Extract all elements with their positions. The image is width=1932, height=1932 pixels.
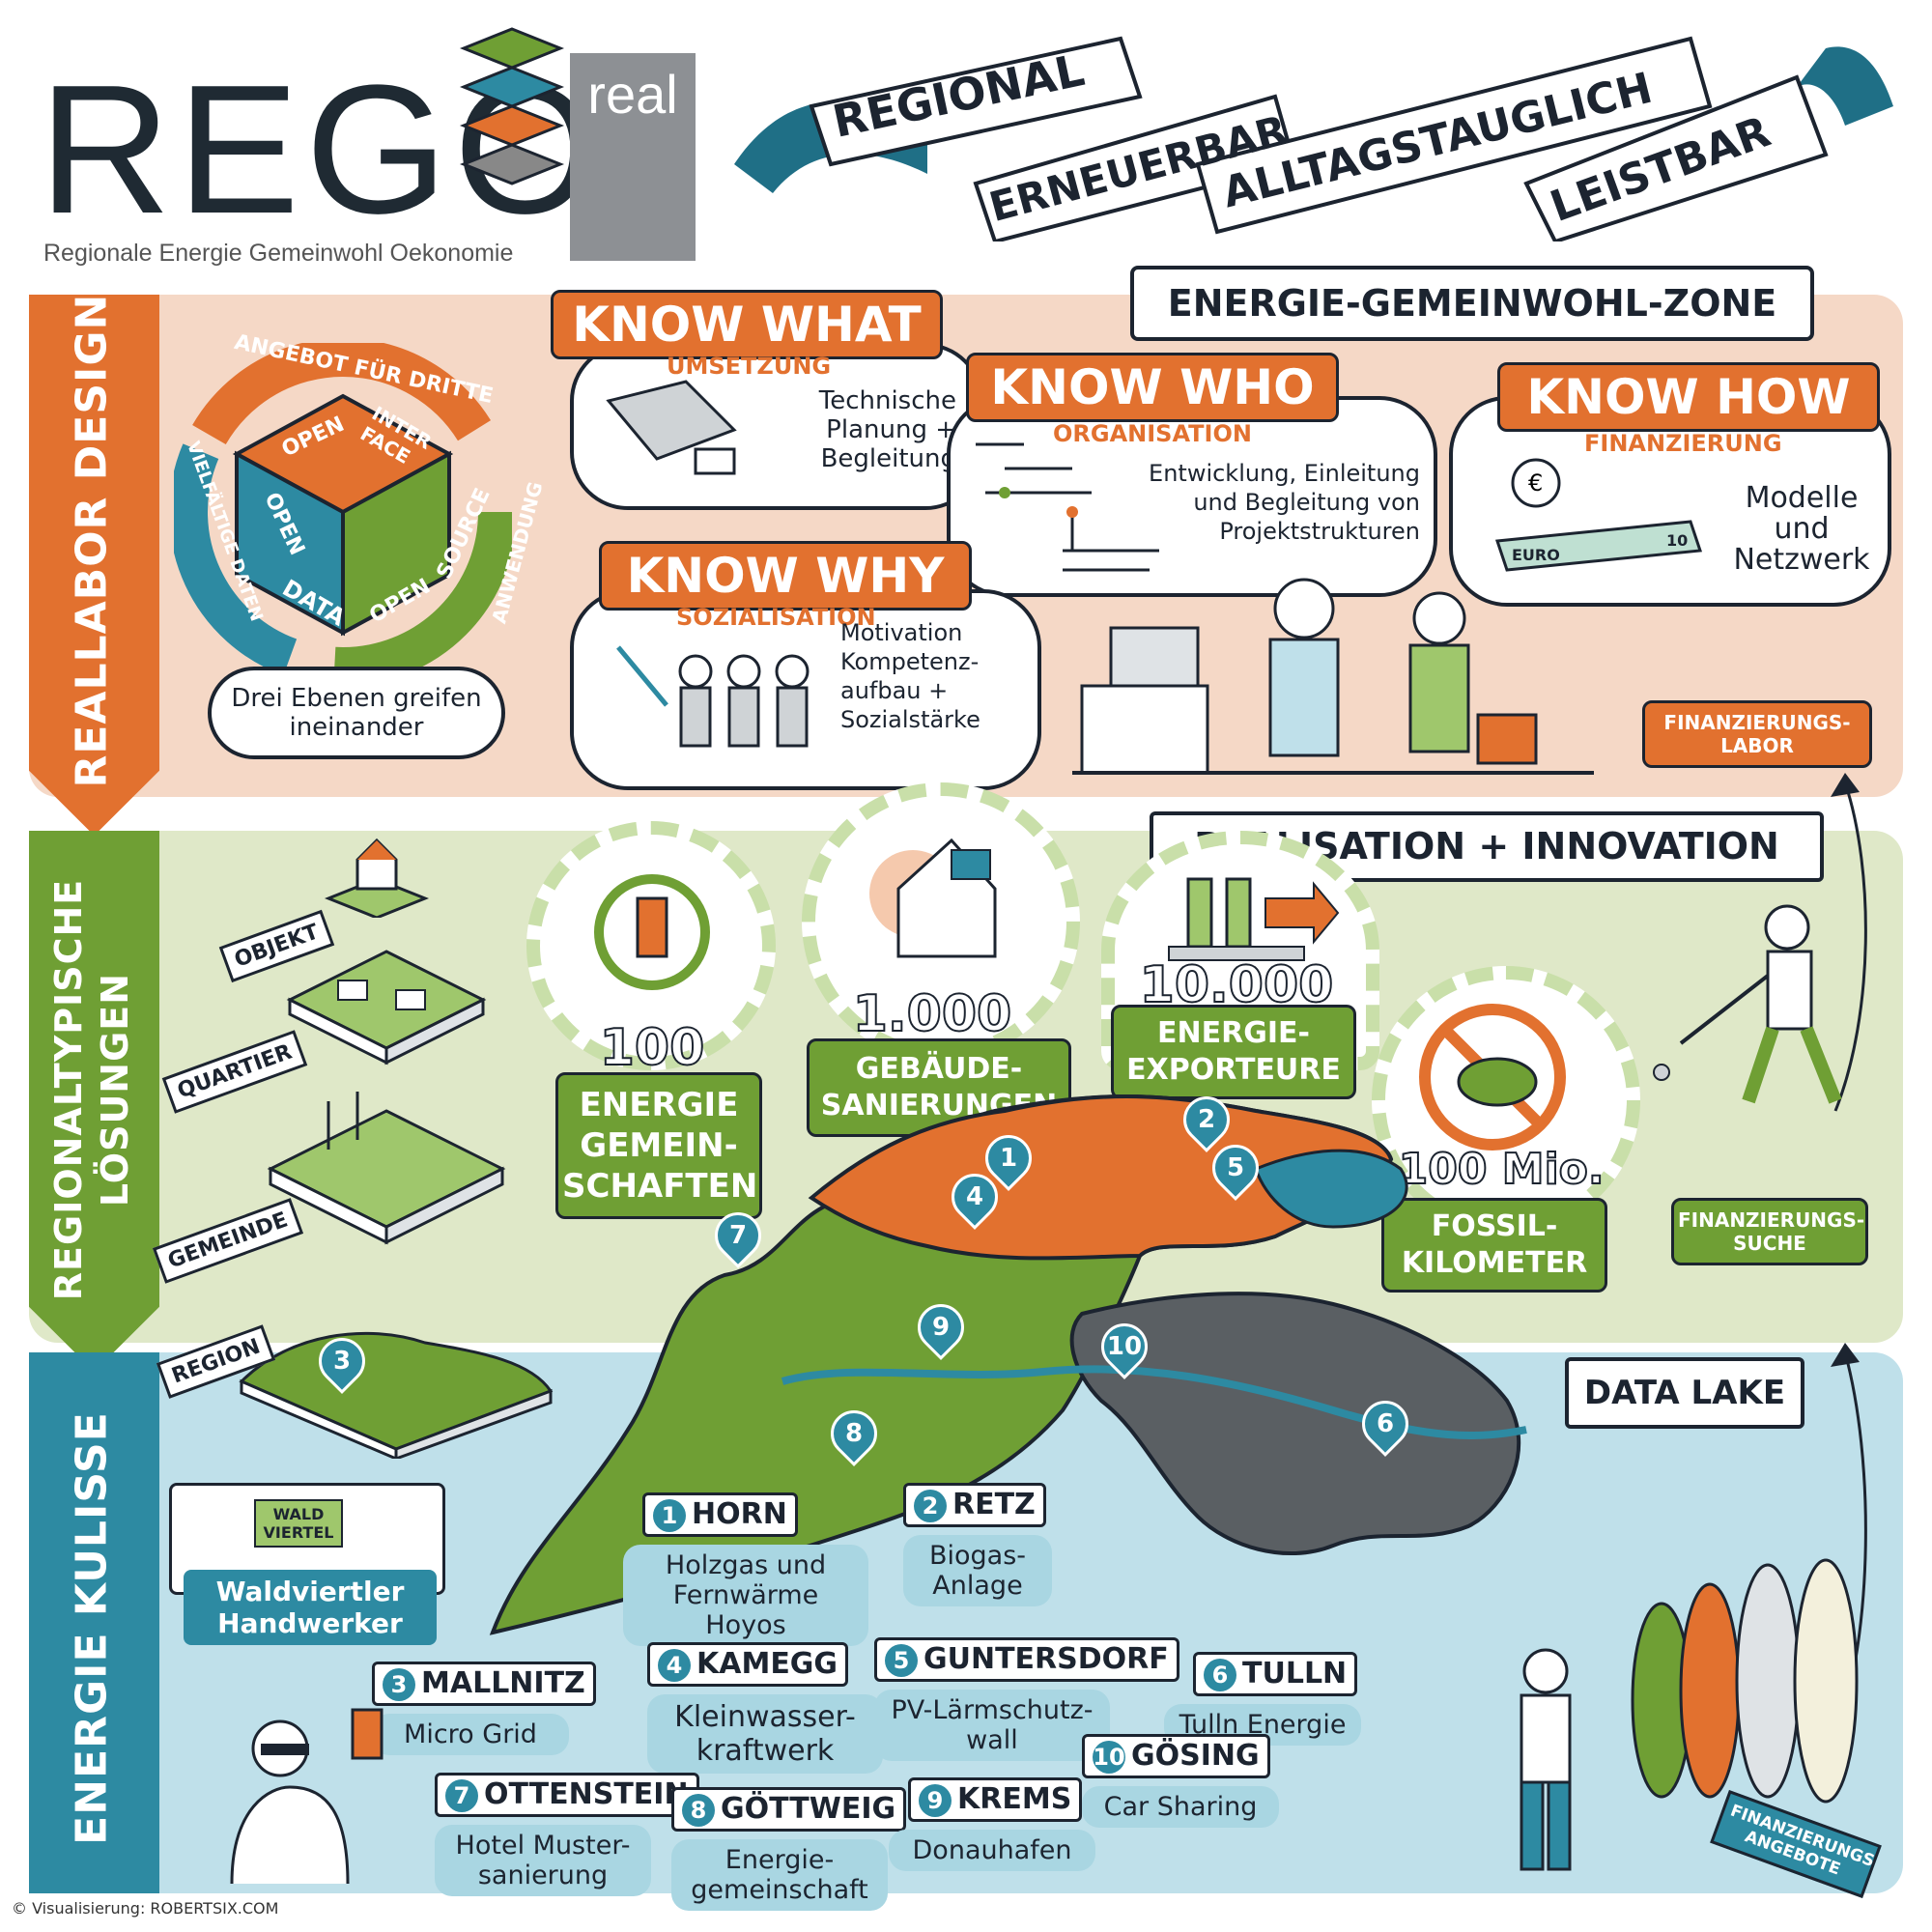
- euro-note-label: EURO: [1512, 546, 1560, 564]
- gear-number-100: 100: [599, 1018, 706, 1078]
- swimmer-illustration: [213, 1700, 406, 1885]
- band-label-reallabor: REALLABOR DESIGN: [67, 293, 117, 788]
- no-dinosaur-icon: [1406, 995, 1579, 1159]
- svg-text:€: €: [1528, 469, 1543, 497]
- project-desc: Car Sharing: [1082, 1786, 1279, 1828]
- know-how-text: Modelle und Netzwerk: [1733, 481, 1870, 577]
- know-what-sub: UMSETZUNG: [667, 353, 832, 380]
- planning-tools-icon: [599, 372, 744, 488]
- map-pin-label: 3: [332, 1347, 352, 1376]
- flow-arrow-top: [1816, 773, 1893, 1121]
- euro-note-value: 10: [1666, 531, 1689, 550]
- project-desc: Biogas-Anlage: [903, 1535, 1052, 1606]
- band-label-line1: REGIONALTYPISCHE: [47, 878, 90, 1301]
- lab-scientists-illustration: [1072, 570, 1594, 787]
- level-objekt-illustration: [319, 831, 435, 920]
- level-gemeinde-illustration: [261, 1092, 512, 1246]
- map-pin-label: 6: [1376, 1409, 1395, 1438]
- know-who-title: KNOW WHO: [966, 353, 1339, 422]
- map-pin-label: 5: [1226, 1153, 1245, 1182]
- credit-text: © Visualisierung: ROBERTSIX.COM: [12, 1899, 279, 1918]
- gear-label-energieexporteure: ENERGIE-EXPORTEURE: [1111, 1005, 1356, 1099]
- euro-sun-icon: €: [1468, 444, 1719, 580]
- bottles-export-icon: [1150, 860, 1343, 966]
- banner-ribbon: [734, 19, 1893, 244]
- logo-real-badge: real: [570, 53, 696, 261]
- waldviertel-sign: WALD VIERTEL: [254, 1499, 343, 1548]
- project-desc: Hotel Muster-sanierung: [435, 1825, 651, 1896]
- band-label-energie-kulisse: ENERGIE KULISSE: [67, 1411, 117, 1845]
- project-desc: Holzgas und Fernwärme Hoyos: [623, 1545, 868, 1646]
- logo-tagline: Regionale Energie Gemeinwohl Oekonomie: [43, 240, 514, 267]
- community-icon: [580, 869, 724, 995]
- know-who-text: Entwicklung, Einleitung und Begleitung v…: [1149, 460, 1420, 545]
- finanzierungs-labor-sign: FINANZIERUNGS-LABOR: [1642, 700, 1872, 768]
- project-desc: Energie-gemeinschaft: [671, 1839, 888, 1911]
- band-arrow-teal: [29, 1352, 159, 1893]
- know-why-text: Motivation Kompetenz-aufbau + Sozialstär…: [840, 619, 980, 733]
- band-label-regionaltypische: REGIONALTYPISCHE LÖSUNGEN: [45, 829, 138, 1350]
- golfer-illustration: [1642, 898, 1884, 1121]
- project-desc: Donauhafen: [889, 1830, 1095, 1871]
- level-quartier-illustration: [280, 942, 493, 1067]
- cube-caption: Drei Ebenen greifen ineinander: [208, 667, 505, 759]
- band-arrow-green: [29, 831, 159, 1372]
- house-solar-icon: [860, 821, 1005, 966]
- know-what-text: Technische Planung + Begleitung: [818, 386, 956, 473]
- energie-gemeinwohl-zone-sign: ENERGIE-GEMEINWOHL-ZONE: [1130, 266, 1814, 341]
- know-who-sub: ORGANISATION: [1053, 420, 1252, 447]
- band-arrow-orange: [29, 295, 159, 836]
- gear-label-gebaeudesanierungen: GEBÄUDE-SANIERUNGEN: [807, 1038, 1071, 1137]
- map-pin-label: 4: [965, 1182, 984, 1211]
- map-pin-label: 9: [931, 1313, 951, 1342]
- map-pin-label: 1: [999, 1144, 1018, 1173]
- gear-number-1000: 1.000: [852, 984, 1012, 1044]
- know-what-title: KNOW WHAT: [551, 290, 943, 359]
- gear-label-fossilkilometer: FOSSIL-KILOMETER: [1381, 1198, 1607, 1293]
- know-why-sub: SOZIALISATION: [676, 604, 876, 631]
- map-pin-label: 7: [728, 1221, 748, 1250]
- gear-number-minus-100-mio: -100 Mio.: [1379, 1144, 1605, 1195]
- org-arrows-icon: [966, 435, 1179, 589]
- boats-illustration: [1604, 1555, 1874, 1806]
- data-lake-sign: DATA LAKE: [1565, 1357, 1804, 1429]
- map-pin-label: 8: [844, 1419, 864, 1448]
- know-why-title: KNOW WHY: [599, 541, 972, 611]
- firefighters-icon: [599, 628, 840, 773]
- project-desc: Micro Grid: [372, 1714, 569, 1755]
- know-how-sub: FINANZIERUNG: [1584, 430, 1782, 457]
- finanzierungs-suche-sign: FINANZIERUNGS-SUCHE: [1671, 1198, 1868, 1265]
- map-pin-label: 10: [1106, 1332, 1143, 1361]
- band-label-line2: LÖSUNGEN: [94, 972, 136, 1208]
- logo-layers-icon: [444, 19, 580, 213]
- map-pin-label: 2: [1197, 1105, 1216, 1134]
- know-how-title: KNOW HOW: [1497, 362, 1880, 432]
- logo-real-text: real: [587, 64, 678, 125]
- waldviertel-label: Waldviertler Handwerker: [184, 1570, 437, 1645]
- gear-label-energiegemeinschaften: ENERGIE GEMEIN-SCHAFTEN: [555, 1072, 762, 1219]
- project-desc: PV-Lärmschutz-wall: [874, 1690, 1110, 1761]
- project-desc: Kleinwasser-kraftwerk: [647, 1694, 883, 1774]
- explorer-illustration: [1492, 1642, 1599, 1874]
